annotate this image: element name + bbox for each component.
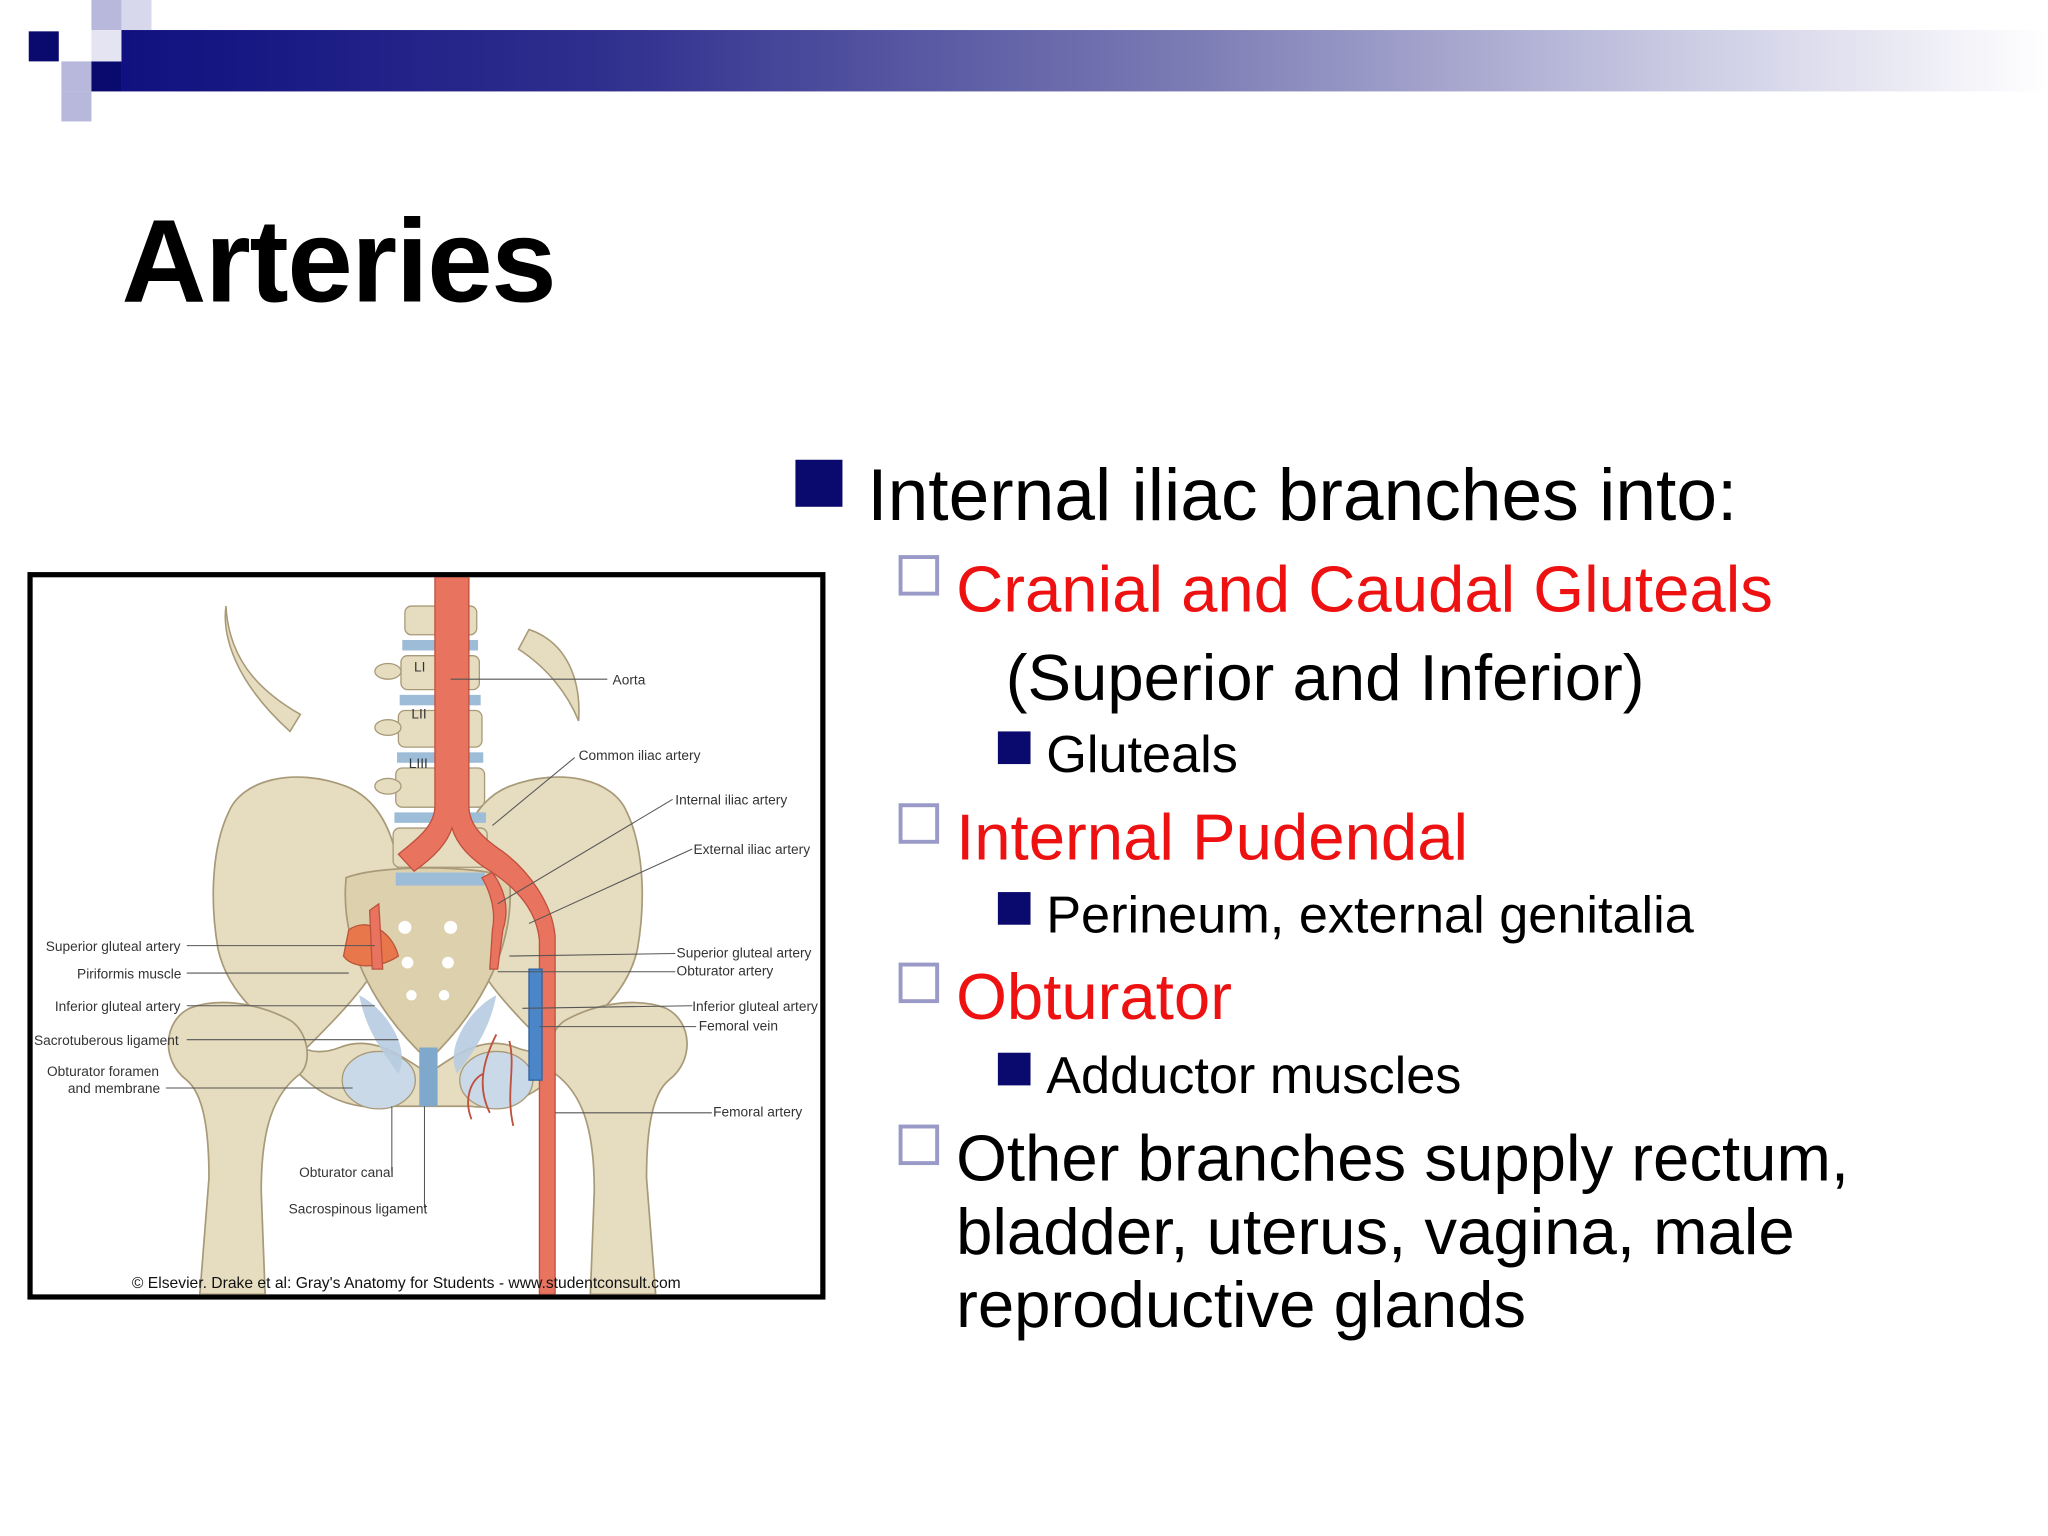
header-square-1	[28, 31, 59, 62]
label-piriformis: Piriformis muscle	[77, 966, 182, 981]
bullet-square-icon	[795, 459, 843, 507]
aorta-artery	[397, 576, 556, 1296]
leader-lines	[165, 678, 712, 1209]
bullet-adductor: Adductor muscles	[1046, 1047, 1462, 1105]
bullet-hollow-square-icon	[898, 1124, 940, 1166]
label-vertebra-l3: LIII	[409, 756, 428, 771]
bullet-small-square-icon	[997, 892, 1031, 925]
pelvis-illustration: Aorta Common iliac artery Internal iliac…	[34, 576, 818, 1296]
bullet-other-line2: bladder, uterus, vagina, male	[956, 1195, 1795, 1269]
figure-caption: © Elsevier. Drake et al: Gray's Anatomy …	[132, 1275, 681, 1292]
femoral-vein	[528, 968, 543, 1081]
header-square-4	[61, 61, 92, 92]
left-gluteal-artery	[368, 902, 384, 970]
label-femoral-vein: Femoral vein	[699, 1019, 778, 1034]
label-common-iliac: Common iliac artery	[579, 748, 701, 763]
ligament-right	[453, 995, 497, 1074]
left-femur	[167, 1001, 309, 1296]
header-square-7	[91, 30, 122, 62]
slide-title: Arteries	[121, 197, 556, 328]
bullet-other-line1: Other branches supply rectum,	[956, 1121, 1850, 1196]
pubic-symphysis	[419, 1047, 438, 1107]
bullet-small-square-icon	[997, 731, 1031, 765]
right-femur	[547, 1001, 688, 1296]
right-rib	[517, 628, 580, 722]
label-obturator-artery: Obturator artery	[677, 964, 774, 979]
internal-iliac-artery	[481, 871, 507, 970]
obturator-branches	[467, 1034, 515, 1127]
label-vertebra-l1: LI	[414, 659, 425, 674]
label-sacrospinous: Sacrospinous ligament	[289, 1201, 428, 1216]
bullet-perineum: Perineum, external genitalia	[1046, 886, 1694, 945]
label-obturator-foramen-1: Obturator foramen	[47, 1064, 159, 1079]
label-external-iliac: External iliac artery	[694, 842, 811, 857]
sacrum	[344, 867, 512, 1062]
bullet-small-square-icon	[997, 1052, 1031, 1086]
bullet-hollow-square-icon	[898, 803, 940, 844]
label-inferior-gluteal-left: Inferior gluteal artery	[55, 999, 181, 1014]
bullet-level1: Internal iliac branches into:	[867, 453, 1738, 536]
bullet-gluteals: Gluteals	[1046, 726, 1238, 784]
header-square-5	[91, 61, 122, 92]
bullet-cranial-caudal: Cranial and Caudal Gluteals	[956, 552, 1773, 626]
label-internal-iliac: Internal iliac artery	[675, 793, 787, 808]
label-femoral-artery: Femoral artery	[713, 1105, 802, 1120]
header-square-2	[91, 0, 122, 31]
header-square-3	[121, 0, 152, 31]
right-obturator-foramen	[459, 1050, 534, 1110]
bullet-internal-pudendal: Internal Pudendal	[956, 800, 1469, 874]
label-vertebra-l2: LII	[411, 706, 426, 721]
pelvis-artery-figure: Aorta Common iliac artery Internal iliac…	[27, 572, 826, 1300]
bullet-hollow-square-icon	[898, 962, 940, 1004]
bullet-hollow-square-icon	[898, 555, 940, 596]
label-sacrotuberous: Sacrotuberous ligament	[34, 1033, 179, 1048]
label-obturator-foramen-2: and membrane	[68, 1081, 161, 1096]
label-superior-gluteal-left: Superior gluteal artery	[46, 939, 181, 954]
left-obturator-foramen	[341, 1050, 416, 1110]
bullet-cranial-note: (Superior and Inferior)	[1005, 641, 1645, 715]
ligament-left	[359, 995, 402, 1074]
label-aorta: Aorta	[613, 672, 646, 687]
header-gradient-bar	[121, 30, 2048, 92]
bullet-other-line3: reproductive glands	[956, 1268, 1527, 1342]
label-inferior-gluteal-right: Inferior gluteal artery	[692, 999, 818, 1014]
bullet-obturator: Obturator	[956, 959, 1232, 1034]
label-superior-gluteal-right: Superior gluteal artery	[677, 945, 812, 960]
left-rib	[224, 605, 302, 733]
label-obturator-canal: Obturator canal	[299, 1165, 393, 1180]
header-square-6	[61, 91, 92, 122]
